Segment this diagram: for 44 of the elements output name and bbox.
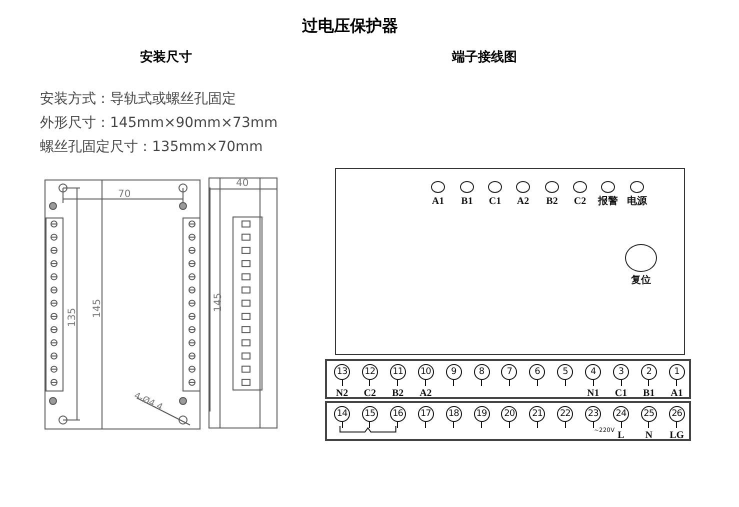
indicator-light <box>601 181 615 193</box>
terminal-strip <box>325 359 691 399</box>
dimension-label: 135 <box>68 308 78 327</box>
dimension-label: 70 <box>118 190 131 200</box>
terminal-label: C1 <box>488 197 502 207</box>
dimension-label: 145 <box>214 292 224 312</box>
spec-text: 外形尺寸：145mm×90mm×73mm <box>40 116 278 130</box>
terminal-label: A2 <box>516 197 530 207</box>
terminal-label: LG <box>670 431 684 441</box>
indicator-light <box>488 181 502 193</box>
terminal-label: C1 <box>614 389 628 399</box>
terminal-label: 电源 <box>627 197 647 207</box>
terminal-label: C2 <box>364 389 376 399</box>
spec-text: 螺丝孔固定尺寸：135mm×70mm <box>40 140 263 154</box>
indicator-light <box>545 181 559 193</box>
terminal-label: B2 <box>392 389 404 399</box>
terminal-label: N1 <box>586 389 600 399</box>
terminal-label: B2 <box>546 197 558 207</box>
jumper-wire <box>340 426 396 432</box>
section-heading: 端子接线图 <box>452 50 517 63</box>
reset-button <box>625 244 657 272</box>
terminal-label: 复位 <box>631 276 651 286</box>
terminal-label: A1 <box>670 389 683 399</box>
indicator-light <box>573 181 587 193</box>
indicator-light <box>431 181 445 193</box>
terminal-label: 报警 <box>598 197 618 207</box>
terminal-label: A2 <box>420 389 432 399</box>
indicator-light <box>630 181 644 193</box>
terminal-label: B1 <box>643 389 655 399</box>
terminal-label: B1 <box>461 197 473 207</box>
indicator-light <box>516 181 530 193</box>
diagram-title: 过电压保护器 <box>301 16 399 37</box>
section-heading: 安装尺寸 <box>140 50 192 63</box>
terminal-label: N2 <box>336 389 348 399</box>
dimension-label: 145 <box>93 298 103 318</box>
terminal-label: N <box>645 431 652 441</box>
terminal-label: C2 <box>574 197 586 207</box>
terminal-strip <box>325 401 691 441</box>
terminal-label: A1 <box>432 197 444 207</box>
indicator-light <box>460 181 474 193</box>
terminal-label: L <box>618 431 624 441</box>
dimension-label: 40 <box>236 179 249 189</box>
front-panel <box>335 168 685 355</box>
spec-text: 安装方式：导轨式或螺丝孔固定 <box>40 92 236 106</box>
